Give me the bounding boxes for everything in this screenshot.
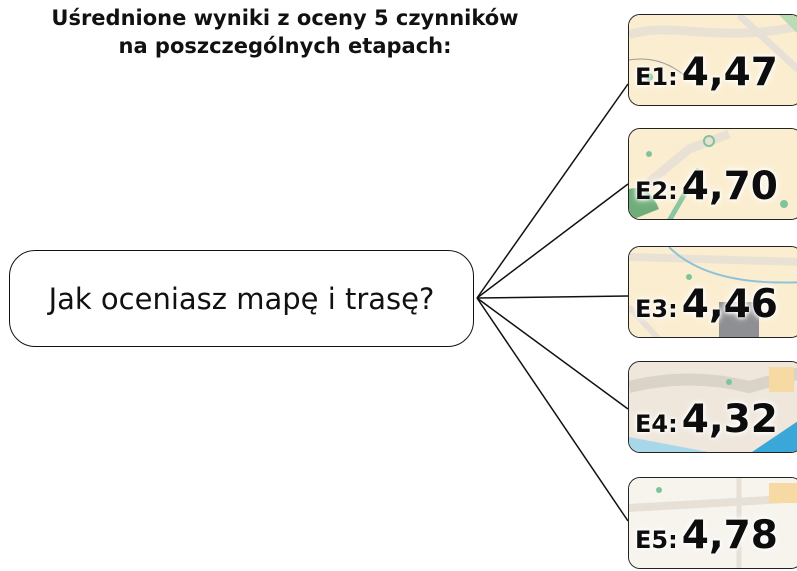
map-thumbnail-e2 <box>629 129 797 219</box>
page-title: Uśrednione wyniki z oceny 5 czynników na… <box>0 4 580 60</box>
stage-score-e1: 4,47 <box>681 50 778 95</box>
stage-label-e5: E5:4,78 <box>635 513 778 558</box>
map-thumbnail-e5 <box>629 478 797 568</box>
title-line-1: Uśrednione wyniki z oceny 5 czynników <box>51 6 519 30</box>
stage-score-e4: 4,32 <box>681 397 778 442</box>
connector-e1 <box>476 83 629 299</box>
stage-card-e3: E3:4,46 <box>628 246 797 338</box>
stage-label-e4: E4:4,32 <box>635 397 778 442</box>
stage-score-e2: 4,70 <box>681 164 778 209</box>
stage-card-e2: E2:4,70 <box>628 128 797 220</box>
stage-card-e1: E1:4,47 <box>628 14 797 106</box>
stage-score-e3: 4,46 <box>681 282 778 327</box>
question-text: Jak oceniasz mapę i trasę? <box>48 281 435 316</box>
stage-label-e3: E3:4,46 <box>635 282 778 327</box>
stage-code-e2: E2: <box>635 177 678 205</box>
stage-label-e2: E2:4,70 <box>635 164 778 209</box>
stage-score-e5: 4,78 <box>681 513 778 558</box>
stage-label-e1: E1:4,47 <box>635 50 778 95</box>
stage-code-e5: E5: <box>635 526 678 554</box>
title-line-2: na poszczególnych etapach: <box>118 34 452 58</box>
connector-e3 <box>476 295 629 299</box>
stage-code-e3: E3: <box>635 295 678 323</box>
connector-e4 <box>476 297 629 410</box>
map-thumbnail-e3 <box>629 247 797 337</box>
stage-code-e1: E1: <box>635 63 678 91</box>
stage-card-e5: E5:4,78 <box>628 477 797 569</box>
stage-code-e4: E4: <box>635 410 678 438</box>
connector-e2 <box>476 183 629 299</box>
question-box: Jak oceniasz mapę i trasę? <box>9 250 474 347</box>
connector-e5 <box>476 297 629 522</box>
map-thumbnail-e1 <box>629 15 797 105</box>
map-thumbnail-e4 <box>629 362 797 452</box>
stage-card-e4: E4:4,32 <box>628 361 797 453</box>
